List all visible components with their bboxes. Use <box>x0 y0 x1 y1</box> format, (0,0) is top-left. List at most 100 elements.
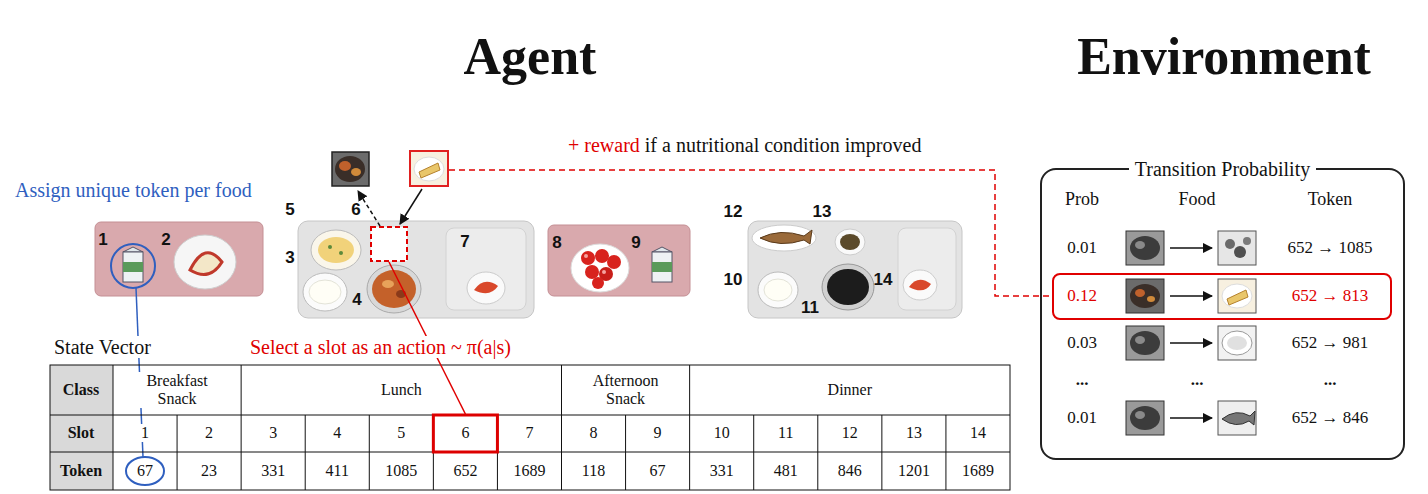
food-thumbnail <box>1225 239 1235 249</box>
new-food-thumbnail <box>414 157 444 181</box>
tomato-bowl <box>585 265 599 279</box>
callout-number: 11 <box>801 299 819 318</box>
egg-soup <box>311 230 361 270</box>
table-caption: State Vector <box>52 336 153 358</box>
state-table <box>369 415 370 490</box>
fish-plate <box>760 230 812 244</box>
callout-number: 13 <box>813 203 832 222</box>
food-thumbnail <box>1227 336 1247 350</box>
state-table <box>50 452 1010 453</box>
rice-bowl <box>309 280 341 304</box>
egg-soup <box>311 230 361 270</box>
annotation: + reward <box>568 134 640 156</box>
reward-leader <box>449 170 1052 296</box>
food-thumbnail <box>1218 231 1256 265</box>
panel-heading: Agent <box>464 28 597 85</box>
apple-plate <box>190 253 222 275</box>
afternoon-tray <box>548 225 690 296</box>
column-header: Food <box>1178 190 1215 210</box>
milk-carton <box>123 247 143 282</box>
food-thumbnail <box>1126 279 1164 313</box>
state-table <box>945 415 946 490</box>
removed-food-thumbnail <box>332 152 369 186</box>
seaweed-soup <box>822 264 874 310</box>
food-thumbnail <box>1218 401 1256 435</box>
state-table <box>561 365 562 490</box>
food-thumbnail <box>1135 336 1145 344</box>
food-thumbnail <box>1135 241 1145 249</box>
table-cell: 118 <box>580 462 607 480</box>
food-thumbnail <box>1130 284 1160 308</box>
table-cell: 481 <box>772 462 800 480</box>
dinner-tray <box>748 221 962 318</box>
table-cell: 1201 <box>896 462 932 480</box>
breakfast-tray <box>95 222 263 296</box>
food-thumbnail <box>1218 231 1256 265</box>
table-cell: 1 <box>139 424 151 442</box>
transition-thumbnails <box>1126 231 1256 435</box>
state-table <box>625 415 626 490</box>
callout-number: 12 <box>724 203 743 222</box>
state-table <box>241 365 242 490</box>
milk-carton <box>652 262 672 272</box>
lunch-tray <box>298 221 534 318</box>
stew-bowl <box>382 280 394 288</box>
table-cell: 1689 <box>960 462 996 480</box>
milk-carton <box>652 247 672 282</box>
kimchi-dish <box>903 270 937 300</box>
food-thumbnail <box>1243 237 1251 245</box>
breakfast-tray <box>95 222 263 296</box>
food-highlight <box>111 244 155 288</box>
callout-number: 3 <box>285 249 294 268</box>
food-thumbnail <box>1126 401 1164 435</box>
rice-bowl <box>764 279 792 301</box>
milk-carton <box>652 247 672 252</box>
side-dish <box>835 229 865 255</box>
lunch-tray <box>298 221 534 318</box>
table-cell: 846 <box>836 462 864 480</box>
table-cell: 14 <box>968 424 988 442</box>
table-cell: 67 <box>648 462 668 480</box>
highlight-row: 0.12652 → 813 <box>1052 273 1392 320</box>
table-cell: 10 <box>712 424 732 442</box>
fish-plate <box>752 225 816 251</box>
table-cell: 4 <box>331 424 343 442</box>
table-cell: Dinner <box>826 381 874 399</box>
dinner-tray <box>748 221 962 318</box>
tomato-bowl <box>571 244 629 292</box>
egg-soup <box>339 251 343 255</box>
food-thumbnail <box>1130 331 1160 355</box>
table-cell: Breakfast Snack <box>130 372 224 407</box>
table-cell: 7 <box>523 424 535 442</box>
table-cell: 411 <box>324 462 351 480</box>
food-thumbnail <box>1222 411 1255 425</box>
table-cell: 1689 <box>511 462 547 480</box>
tomato-bowl <box>584 254 588 258</box>
food-thumbnail <box>1130 406 1160 430</box>
egg-soup <box>328 245 332 249</box>
food-thumbnail <box>1135 411 1145 419</box>
empty-slot <box>371 227 407 261</box>
food-thumbnail <box>1222 284 1252 308</box>
swap-in-arrow <box>400 189 422 224</box>
food-thumbnail <box>1218 401 1256 435</box>
tomato-bowl <box>607 255 621 269</box>
kimchi-dish <box>903 270 937 300</box>
callout-number: 10 <box>724 271 743 290</box>
milk-carton <box>123 252 143 282</box>
transition-panel: Transition Probability0.12652 → 813 <box>1040 168 1405 460</box>
table-cell: 5 <box>395 424 407 442</box>
food-thumbnail <box>1218 279 1256 313</box>
panel-heading: Environment <box>1077 28 1371 85</box>
table-header: Class <box>61 381 101 399</box>
empty-slot <box>371 227 407 261</box>
transition-thumbnails <box>1170 417 1212 419</box>
transition-thumbnails <box>1170 342 1212 344</box>
state-table <box>753 415 754 490</box>
removed-food-thumbnail <box>335 156 365 182</box>
column-header: Prob <box>1065 190 1099 210</box>
side-dish <box>835 229 865 255</box>
food-thumbnail <box>1126 326 1164 360</box>
table-cell: 9 <box>652 424 664 442</box>
new-food-thumbnail <box>419 163 440 178</box>
